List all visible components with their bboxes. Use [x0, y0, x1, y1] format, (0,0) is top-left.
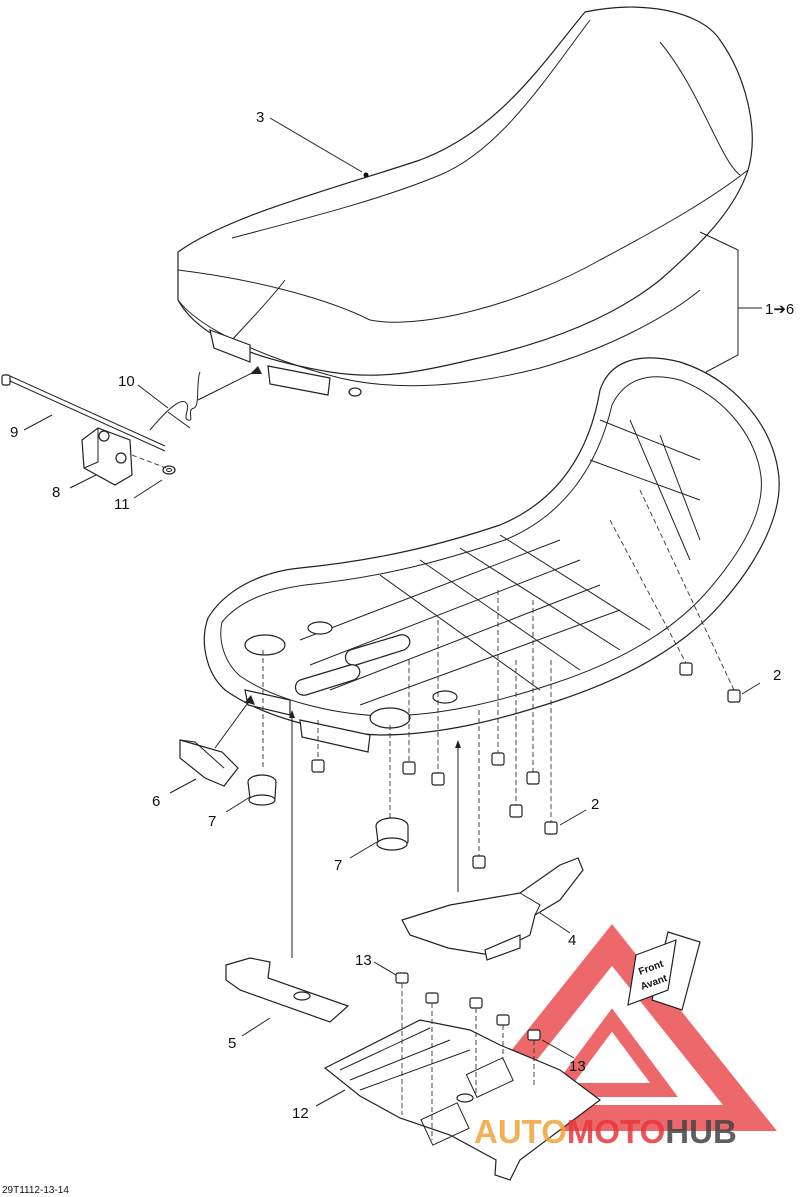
callout-4: 4 — [568, 932, 576, 949]
callout-13b: 13 — [569, 1058, 586, 1075]
callout-12: 12 — [292, 1105, 309, 1122]
arrowhead-6 — [245, 695, 255, 705]
hinge-bracket-8 — [81, 427, 133, 486]
seat-center-dot — [363, 172, 369, 178]
watermark-logo-icon — [447, 924, 777, 1131]
watermark-hub: HUB — [665, 1113, 737, 1150]
arrowhead-10 — [250, 366, 262, 374]
callout-5: 5 — [228, 1035, 236, 1052]
grommet-7b — [375, 817, 409, 851]
torsion-spring-10 — [149, 371, 201, 431]
callout-9: 9 — [10, 424, 18, 441]
callout-7b: 7 — [334, 857, 342, 874]
seat-base-pan — [203, 357, 780, 753]
callout-3: 3 — [256, 109, 264, 126]
seat-cushion — [177, 6, 753, 397]
watermark-moto: MOTO — [567, 1113, 665, 1150]
assembly-bracket — [699, 231, 762, 373]
callout-8: 8 — [52, 484, 60, 501]
grommet-7a — [247, 774, 277, 806]
callout-numbers: 3 1➔6 10 9 8 11 2 2 6 7 7 4 13 5 13 12 — [10, 109, 794, 1122]
bolts-13 — [395, 972, 541, 1041]
seat-base-ribs — [299, 419, 701, 706]
bumper-6 — [179, 739, 239, 787]
callout-13a: 13 — [355, 952, 372, 969]
front-direction-tag: Front Avant — [627, 931, 701, 1011]
callout-leaders — [23, 117, 761, 1107]
shield-4 — [401, 857, 584, 961]
hinge-pin-9 — [1, 374, 166, 452]
callout-10: 10 — [118, 373, 135, 390]
callout-2a: 2 — [773, 667, 781, 684]
skid-plate-12 — [323, 1019, 601, 1181]
callout-2b: 2 — [591, 796, 599, 813]
reference-code: 29T1112-13-14 — [2, 1185, 69, 1196]
callout-1-6: 1➔6 — [765, 301, 794, 318]
plate-5 — [225, 957, 350, 1023]
bolt-dashed-lines — [401, 983, 535, 1140]
watermark-auto: AUTO — [474, 1113, 567, 1150]
callout-7a: 7 — [208, 813, 216, 830]
fastener-dashed-lines — [262, 489, 735, 856]
watermark-text: AUTOMOTOHUB — [474, 1113, 737, 1150]
callout-11: 11 — [114, 496, 130, 513]
callout-6: 6 — [152, 793, 160, 810]
